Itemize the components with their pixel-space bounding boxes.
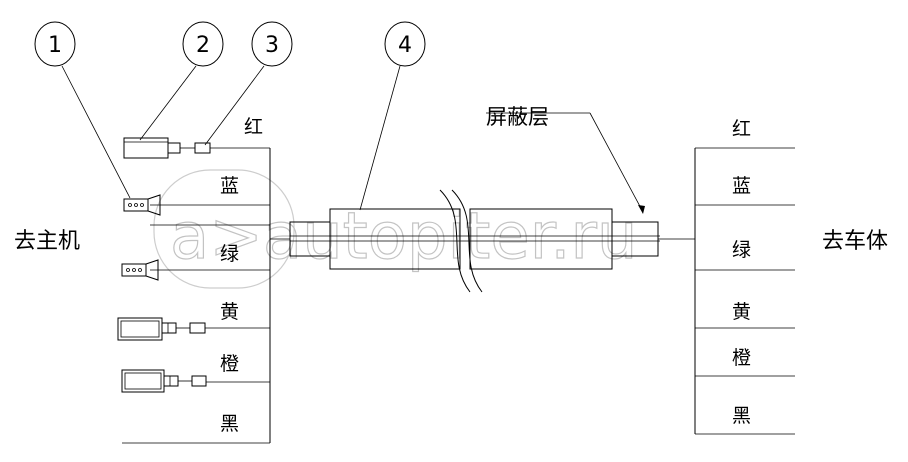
callout-3: 3 <box>204 21 293 146</box>
left-wire-red-label: 红 <box>244 116 263 138</box>
callout-4-number: 4 <box>398 33 412 58</box>
callout-1-number: 1 <box>48 33 62 58</box>
callout-1: 1 <box>34 21 131 199</box>
left-destination-label: 去主机 <box>14 229 80 254</box>
right-wire-black-label: 黑 <box>732 405 751 427</box>
callout-2-number: 2 <box>196 33 210 58</box>
left-wire-green-label: 绿 <box>220 243 239 265</box>
connector-orange <box>121 369 207 393</box>
connector-yellow <box>117 317 206 341</box>
callout-4: 4 <box>359 21 426 211</box>
callout-2: 2 <box>139 21 224 141</box>
shield-label: 屏蔽层 <box>486 105 549 129</box>
right-wire-red-label: 红 <box>732 118 751 140</box>
shield-callout: 屏蔽层 <box>486 105 645 214</box>
connector-red <box>123 137 211 159</box>
callout-3-number: 3 <box>265 33 279 58</box>
left-wire-yellow-label: 黄 <box>220 301 239 323</box>
right-wire-blue-label: 蓝 <box>732 175 751 197</box>
right-wire-green-label: 绿 <box>732 239 751 261</box>
right-wire-yellow-label: 黄 <box>732 301 751 323</box>
connector-blue <box>123 194 161 216</box>
left-wire-orange-label: 橙 <box>220 353 239 375</box>
left-harness: 红 蓝 绿 黄 橙 黑 <box>122 116 271 444</box>
shielded-cable <box>270 189 695 293</box>
left-wire-black-label: 黑 <box>220 413 239 435</box>
watermark: a>autopiter.ru <box>153 169 638 289</box>
left-wire-blue-label: 蓝 <box>220 175 239 197</box>
watermark-badge <box>153 169 295 289</box>
right-destination-label: 去车体 <box>822 229 888 254</box>
watermark-text: a>autopiter.ru <box>170 200 637 274</box>
right-wire-orange-label: 橙 <box>732 347 751 369</box>
connector-green <box>121 259 159 281</box>
right-harness: 红 蓝 绿 黄 橙 黑 <box>694 118 795 435</box>
